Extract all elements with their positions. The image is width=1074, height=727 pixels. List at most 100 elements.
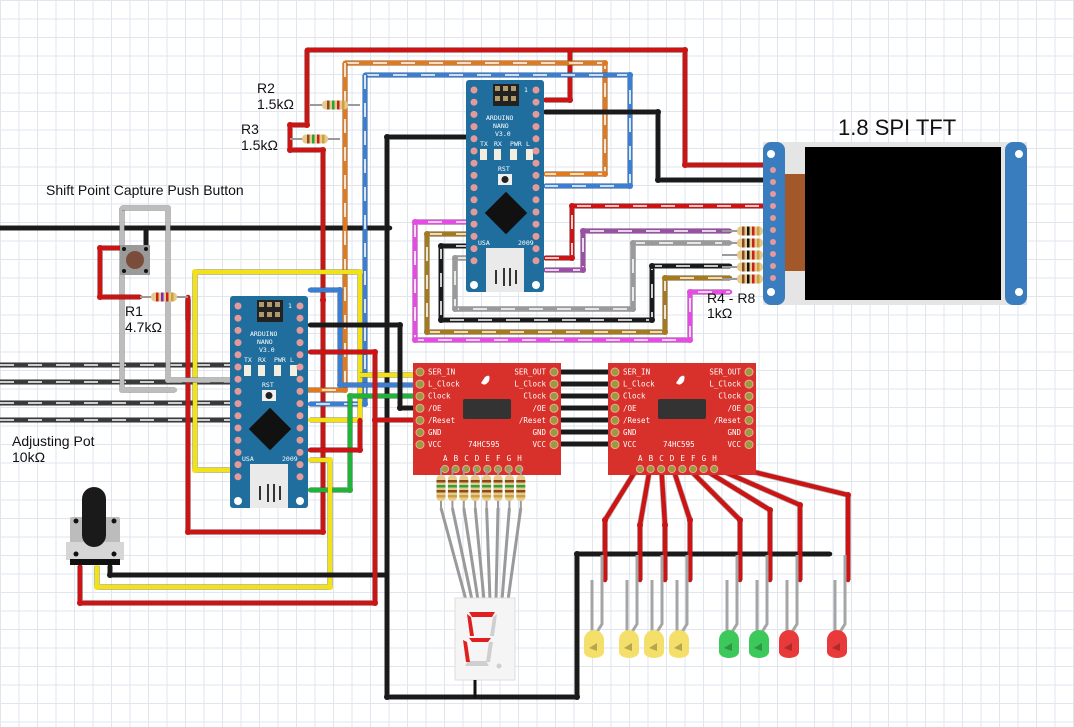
output-pin-A[interactable]: [635, 464, 645, 474]
pin-left-D9[interactable]: [470, 220, 478, 228]
segment-resistor-4[interactable]: [482, 468, 492, 508]
wire-black-pot[interactable]: [107, 563, 388, 578]
resistor-r3[interactable]: [290, 134, 340, 144]
pin-left-GND[interactable]: [470, 123, 478, 131]
pin-right-A1[interactable]: [532, 208, 540, 216]
output-pin-C[interactable]: [657, 464, 666, 474]
pin-right-GND[interactable]: [296, 314, 304, 322]
output-pin-D[interactable]: [667, 464, 676, 474]
pin-Clock[interactable]: [610, 391, 620, 401]
pin-left-GND[interactable]: [234, 339, 242, 347]
pin-left-RX0[interactable]: [470, 98, 478, 106]
pin-right-VIN[interactable]: [296, 302, 304, 310]
tft-pin-5[interactable]: [770, 227, 776, 233]
pin-left-D11[interactable]: [470, 245, 478, 253]
wire-red-pot[interactable]: [77, 417, 378, 606]
wire-blue-lclock[interactable]: [307, 287, 423, 388]
pin-left-D9[interactable]: [234, 436, 242, 444]
pin-/Reset[interactable]: [610, 415, 620, 425]
pin-left-D11[interactable]: [234, 461, 242, 469]
led-1[interactable]: [619, 555, 639, 658]
tft-pin-3[interactable]: [770, 203, 776, 209]
pin-left-D4[interactable]: [470, 159, 478, 167]
wire-red-3v3[interactable]: [542, 203, 778, 261]
resistor-r1[interactable]: [140, 292, 188, 302]
pin-right-GND[interactable]: [532, 98, 540, 106]
tft-pin-0[interactable]: [770, 167, 776, 173]
pin-VCC[interactable]: [415, 440, 425, 450]
led-4[interactable]: [719, 555, 739, 658]
wire-black-tft-gnd[interactable]: [542, 109, 778, 183]
pin-out-Clock[interactable]: [549, 391, 559, 401]
pin-right-A3[interactable]: [296, 400, 304, 408]
wire-blue-left[interactable]: [307, 72, 368, 407]
pin-right-5V[interactable]: [532, 123, 540, 131]
button-cap[interactable]: [126, 251, 144, 269]
led-0[interactable]: [584, 555, 604, 658]
wire-led-5[interactable]: [689, 459, 773, 583]
pin-out-/OE[interactable]: [549, 403, 559, 413]
pin-out-GND[interactable]: [744, 428, 754, 437]
tft-pin-8[interactable]: [770, 263, 776, 269]
segment-resistor-1[interactable]: [447, 468, 457, 508]
tft-pin-1[interactable]: [770, 179, 776, 185]
pin-right-A2[interactable]: [296, 412, 304, 420]
pot-shaft-knob[interactable]: [82, 487, 106, 547]
pin-right-A5[interactable]: [296, 375, 304, 383]
pin-left-D4[interactable]: [234, 375, 242, 383]
pin-left-D3[interactable]: [470, 147, 478, 155]
pin-out-Clock[interactable]: [744, 391, 754, 401]
pin-right-RST[interactable]: [532, 110, 540, 118]
wire-red-vin[interactable]: [542, 47, 573, 103]
pin-/OE[interactable]: [610, 403, 620, 413]
wire-led-6[interactable]: [699, 459, 803, 583]
pin-right-A7[interactable]: [296, 351, 304, 359]
pin-left-D2[interactable]: [470, 135, 478, 143]
pin-L_Clock[interactable]: [415, 379, 425, 389]
pin-left-TX1[interactable]: [470, 86, 478, 94]
pin-left-D12[interactable]: [470, 257, 478, 265]
output-pin-A[interactable]: [440, 464, 450, 474]
pin-left-RST[interactable]: [234, 326, 242, 334]
pin-GND[interactable]: [610, 428, 620, 437]
output-pin-E[interactable]: [678, 464, 687, 474]
segment-resistor-3[interactable]: [470, 468, 480, 508]
wire-magenta[interactable]: [412, 219, 733, 343]
pin-right-A3[interactable]: [532, 184, 540, 192]
pin-left-D7[interactable]: [470, 196, 478, 204]
led-3[interactable]: [669, 555, 689, 658]
tft-pin-6[interactable]: [770, 239, 776, 245]
pin-right-REF[interactable]: [532, 232, 540, 240]
pin-out-GND[interactable]: [549, 428, 559, 437]
pin-right-A5[interactable]: [532, 159, 540, 167]
pin-left-D10[interactable]: [234, 448, 242, 456]
segment-resistor-7[interactable]: [516, 468, 526, 508]
segment-resistor-6[interactable]: [504, 468, 514, 508]
pin-SER_IN[interactable]: [610, 367, 620, 377]
resistor-r8[interactable]: [722, 274, 778, 284]
pin-right-D13[interactable]: [532, 257, 540, 265]
pin-left-D7[interactable]: [234, 412, 242, 420]
wire-led-0[interactable]: [602, 459, 644, 583]
wire-black-oe[interactable]: [307, 322, 423, 411]
potentiometer[interactable]: [66, 487, 124, 565]
pin-left-D6[interactable]: [234, 400, 242, 408]
output-pin-F[interactable]: [688, 464, 698, 474]
output-pin-H[interactable]: [710, 464, 719, 474]
wire-black-d10[interactable]: [438, 243, 733, 323]
wire-gray[interactable]: [452, 240, 733, 312]
pin-left-D8[interactable]: [470, 208, 478, 216]
output-pin-B[interactable]: [646, 464, 655, 474]
wire-blue-a4[interactable]: [362, 72, 633, 189]
pin-out-/Reset[interactable]: [744, 415, 754, 425]
pin-out-/Reset[interactable]: [549, 415, 559, 425]
pin-VCC[interactable]: [610, 440, 620, 450]
pin-left-D10[interactable]: [470, 232, 478, 240]
pin-right-A6[interactable]: [532, 147, 540, 155]
pin-/OE[interactable]: [415, 403, 425, 413]
pin-left-D3[interactable]: [234, 363, 242, 371]
wire-red-button[interactable]: [97, 245, 143, 300]
pin-right-REF[interactable]: [296, 448, 304, 456]
pin-right-5V[interactable]: [296, 339, 304, 347]
